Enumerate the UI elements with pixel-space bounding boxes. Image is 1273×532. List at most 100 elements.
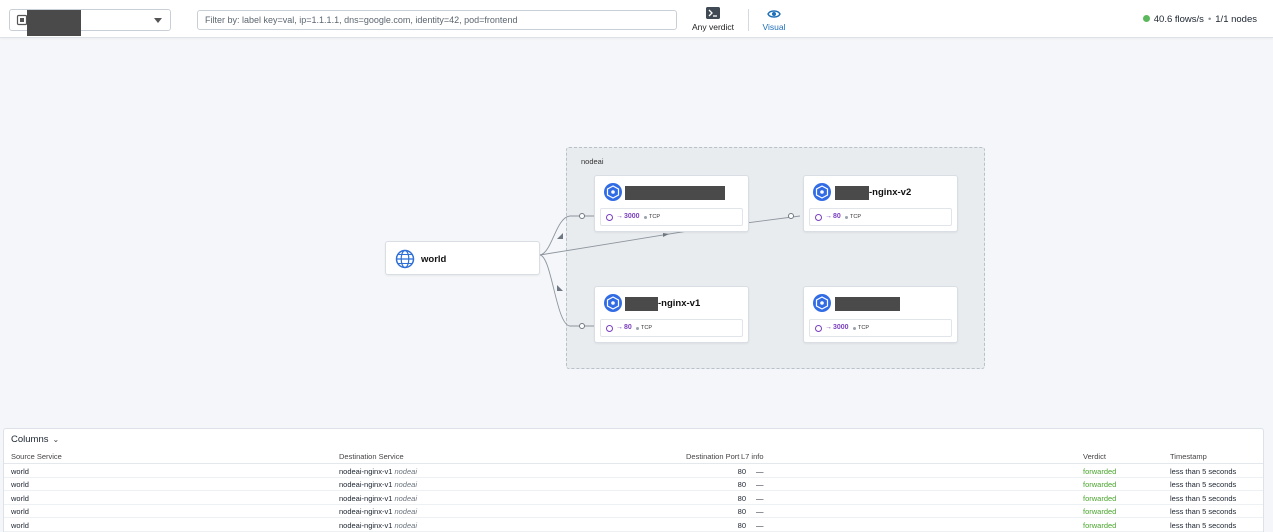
cell-verdict: forwarded — [1083, 480, 1117, 490]
cell-destination-namespace: nodeai — [394, 480, 417, 490]
cell-destination: nodeai-nginx-v1 nodeai — [339, 480, 417, 489]
cell-l7-info: — — [756, 480, 764, 490]
flows-table: Columns⌄ Source Service Destination Serv… — [3, 428, 1264, 532]
cell-destination-name: nodeai-nginx-v1 — [339, 493, 393, 503]
visual-button[interactable]: Visual — [757, 7, 791, 33]
cell-verdict: forwarded — [1083, 467, 1117, 476]
verdict-icon — [706, 7, 720, 19]
port-arrow: → — [825, 324, 832, 331]
columns-label: Columns — [11, 434, 49, 445]
cell-verdict: forwarded — [1083, 520, 1117, 530]
port-icon — [815, 214, 822, 221]
cell-source: world — [11, 467, 29, 476]
header-verdict[interactable]: Verdict — [1083, 452, 1106, 461]
kubernetes-icon — [813, 183, 831, 201]
cell-source: world — [11, 520, 29, 530]
service-name-redacted — [625, 186, 725, 200]
cell-timestamp: less than 5 seconds — [1170, 467, 1237, 476]
cell-timestamp: less than 5 seconds — [1170, 493, 1237, 503]
cell-destination: nodeai-nginx-v1 nodeai — [339, 494, 417, 503]
port-badge: → 80 TCP — [600, 319, 743, 337]
kubernetes-icon — [604, 294, 622, 312]
header-source-service[interactable]: Source Service — [11, 452, 62, 461]
service-name-redacted — [835, 297, 900, 311]
namespace-redacted — [27, 10, 81, 36]
header-timestamp[interactable]: Timestamp — [1170, 452, 1207, 461]
cell-destination-port: 80 — [737, 493, 746, 503]
cell-destination: nodeai-nginx-v1 nodeai — [339, 467, 417, 476]
port-arrow: → — [616, 213, 623, 220]
header-l7-info[interactable]: L7 info — [741, 452, 764, 461]
edge-port-dot — [579, 323, 585, 329]
port-arrow: → — [825, 213, 832, 220]
columns-button[interactable]: Columns⌄ — [11, 434, 59, 445]
service-node[interactable]: -nginx-v1 → 80 TCP — [594, 286, 749, 343]
verdict-label: Any verdict — [691, 22, 735, 32]
visual-label: Visual — [762, 22, 786, 32]
service-name-redacted — [835, 186, 869, 200]
service-map[interactable]: nodeai world → — [0, 39, 1273, 428]
protocol-label: TCP — [649, 214, 660, 220]
cell-destination-name: nodeai-nginx-v1 — [339, 480, 393, 490]
cell-timestamp: less than 5 seconds — [1170, 480, 1237, 490]
cell-destination-name: nodeai-nginx-v1 — [339, 520, 393, 530]
kubernetes-icon — [604, 183, 622, 201]
protocol-label: TCP — [850, 214, 861, 220]
edge-arrow — [663, 233, 669, 237]
world-label: world — [421, 254, 447, 265]
kubernetes-icon — [813, 294, 831, 312]
cell-destination-port: 80 — [737, 480, 746, 490]
port-number: 3000 — [624, 213, 640, 220]
service-node[interactable]: → 3000 TCP — [803, 286, 958, 343]
protocol-label: TCP — [641, 325, 652, 331]
edge-world-to-nginx-v1 — [539, 254, 594, 327]
port-arrow: → — [616, 324, 623, 331]
port-icon — [815, 325, 822, 332]
table-header: Source Service Destination Service Desti… — [4, 451, 1263, 464]
port-icon — [606, 325, 613, 332]
globe-icon — [395, 249, 415, 269]
flows-status: 40.6 flows/s•1/1 nodes — [1142, 14, 1257, 25]
world-node[interactable]: world — [385, 241, 540, 275]
port-number: 80 — [624, 324, 632, 331]
port-separator — [853, 327, 856, 330]
edge-arrow — [557, 285, 563, 291]
edge-layer — [539, 213, 801, 329]
verdict-filter-button[interactable]: Any verdict — [688, 7, 738, 33]
header-destination-port[interactable]: Destination Port — [686, 452, 740, 461]
cell-destination-namespace: nodeai — [394, 507, 417, 517]
port-separator — [636, 327, 639, 330]
cell-source: world — [11, 507, 29, 517]
port-separator — [644, 216, 647, 219]
namespace-select[interactable] — [9, 9, 171, 36]
toolbar-divider — [748, 9, 749, 31]
cell-destination-namespace: nodeai — [394, 520, 417, 530]
port-number: 3000 — [833, 324, 849, 331]
cell-timestamp: less than 5 seconds — [1170, 520, 1237, 530]
service-node[interactable]: -nginx-v2 → 80 TCP — [803, 175, 958, 232]
service-node[interactable]: → 3000 TCP — [594, 175, 749, 232]
top-bar: Any verdict Visual 40.6 flows/s•1/1 node… — [0, 0, 1273, 38]
cell-verdict: forwarded — [1083, 493, 1117, 503]
filter-input[interactable] — [197, 10, 677, 30]
cell-verdict: forwarded — [1083, 507, 1117, 517]
namespace-label: nodeai — [581, 157, 604, 166]
edge-port-dot — [579, 213, 585, 219]
cell-l7-info: — — [756, 520, 764, 530]
port-separator — [845, 216, 848, 219]
cell-timestamp: less than 5 seconds — [1170, 507, 1237, 517]
chevron-down-icon — [154, 18, 162, 23]
port-badge: → 3000 TCP — [809, 319, 952, 337]
service-name: -nginx-v2 — [869, 187, 912, 198]
port-badge: → 3000 TCP — [600, 208, 743, 226]
header-destination-service[interactable]: Destination Service — [339, 452, 404, 461]
cell-l7-info: — — [756, 507, 764, 517]
cell-destination-port: 80 — [737, 507, 746, 517]
protocol-label: TCP — [858, 325, 869, 331]
cell-destination-port: 80 — [737, 467, 746, 476]
